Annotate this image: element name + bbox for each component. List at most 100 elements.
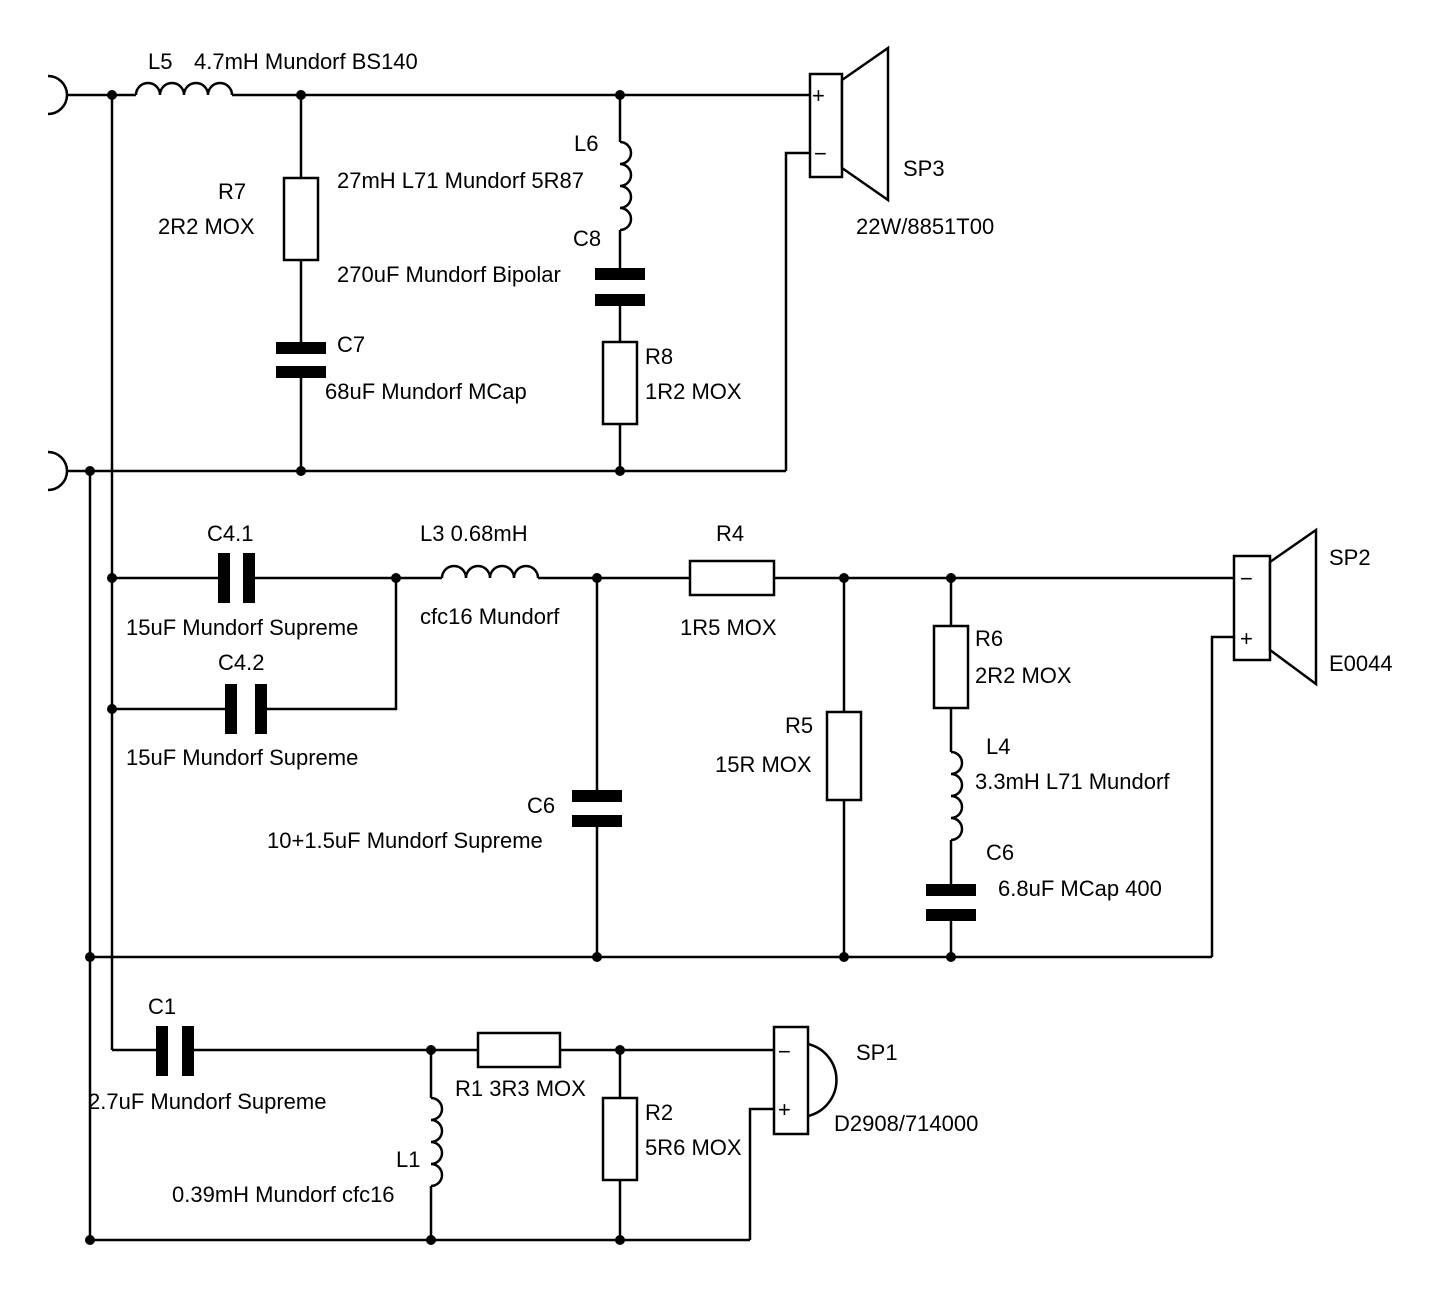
label-SP3-ref: SP3	[903, 156, 945, 181]
label-C6b-ref: C6	[986, 840, 1014, 865]
label-R5-ref: R5	[785, 713, 813, 738]
input-terminal-negative	[47, 450, 69, 492]
inductor-L6	[619, 140, 633, 232]
junction-dot	[615, 1235, 625, 1245]
junction-dot	[426, 1235, 436, 1245]
speaker-SP2-cone	[1268, 527, 1318, 687]
resistor-R4	[688, 559, 776, 597]
junction-dot	[615, 90, 625, 100]
junction-dot	[391, 573, 401, 583]
label-L4-ref: L4	[986, 734, 1010, 759]
label-R7-ref: R7	[218, 179, 246, 204]
junction-dot	[615, 466, 625, 476]
junction-dots	[85, 90, 956, 1245]
label-L1-value: 0.39mH Mundorf cfc16	[172, 1182, 395, 1207]
capacitor-C1-plate-left	[156, 1026, 168, 1076]
capacitor-C6b-plate-bottom	[926, 909, 976, 921]
junction-dot	[426, 1045, 436, 1055]
label-C4.1-ref: C4.1	[207, 521, 253, 546]
label-L4-value: 3.3mH L71 Mundorf	[975, 769, 1170, 794]
label-R4-ref: R4	[716, 521, 744, 546]
resistor-R5	[825, 710, 863, 802]
speaker-SP1-plus: +	[778, 1097, 791, 1122]
label-L5-ref: L5	[148, 49, 172, 74]
label-L3-value: cfc16 Mundorf	[420, 604, 560, 629]
resistor-R6	[932, 624, 970, 710]
label-SP2-ref: SP2	[1329, 545, 1371, 570]
resistor-R7	[282, 176, 320, 262]
capacitor-C8-plate-bottom	[595, 294, 645, 306]
label-R8-ref: R8	[645, 344, 673, 369]
junction-dot	[85, 466, 95, 476]
inductor-L3	[440, 564, 540, 579]
label-C7-value: 68uF Mundorf MCap	[325, 379, 527, 404]
label-C7-ref: C7	[337, 332, 365, 357]
label-C4.1-value: 15uF Mundorf Supreme	[126, 615, 358, 640]
label-C8-value: 270uF Mundorf Bipolar	[337, 262, 561, 287]
capacitor-C6b-plate-top	[926, 884, 976, 896]
label-C8-ref: C8	[573, 226, 601, 251]
label-C1-ref: C1	[148, 994, 176, 1019]
wire	[748, 1107, 774, 1240]
wire	[1210, 635, 1234, 957]
resistor-R8	[601, 340, 639, 426]
label-L5-value: 4.7mH Mundorf BS140	[194, 49, 418, 74]
junction-dot	[946, 952, 956, 962]
resistor-R2	[601, 1096, 639, 1182]
capacitor-C4.2-plate-right	[255, 684, 267, 734]
inductor-L1	[430, 1096, 444, 1188]
junction-dot	[592, 952, 602, 962]
speaker-SP2-minus: −	[1240, 566, 1253, 591]
junction-dot	[296, 466, 306, 476]
inductor-L5	[134, 81, 234, 96]
junction-dot	[592, 573, 602, 583]
label-SP2-value: E0044	[1329, 651, 1393, 676]
label-L6-ref: L6	[574, 131, 598, 156]
junction-dot	[85, 952, 95, 962]
capacitor-C4.1-plate-right	[243, 553, 255, 603]
label-C1-value: 2.7uF Mundorf Supreme	[88, 1089, 326, 1114]
speaker-SP3-plus: +	[812, 83, 825, 108]
label-SP1-value: D2908/714000	[834, 1111, 978, 1136]
junction-dot	[107, 90, 117, 100]
label-C6b-value: 6.8uF MCap 400	[998, 876, 1162, 901]
speaker-SP3-cone	[840, 45, 890, 203]
junction-dot	[107, 704, 117, 714]
junction-dot	[615, 1045, 625, 1055]
junction-dot	[839, 573, 849, 583]
label-R6-value: 2R2 MOX	[975, 663, 1072, 688]
junction-dot	[839, 952, 849, 962]
label-R2-value: 5R6 MOX	[645, 1135, 742, 1160]
capacitor-C4.1-plate-left	[218, 553, 230, 603]
label-C6a-ref: C6	[527, 793, 555, 818]
junction-dot	[296, 90, 306, 100]
speaker-SP3-minus: −	[814, 141, 827, 166]
label-L6-value: 27mH L71 Mundorf 5R87	[337, 168, 584, 193]
inductor-L4	[950, 750, 964, 842]
label-R6-ref: R6	[975, 626, 1003, 651]
junction-dot	[85, 1235, 95, 1245]
label-R5-value: 15R MOX	[715, 752, 812, 777]
label-L3-ref: L3 0.68mH	[420, 521, 528, 546]
capacitor-C1-plate-right	[182, 1026, 194, 1076]
label-R2-ref: R2	[645, 1100, 673, 1125]
wire	[267, 578, 398, 711]
speaker-SP1-box	[772, 1025, 810, 1136]
input-terminal-positive	[47, 74, 69, 116]
label-R1-ref: R1 3R3 MOX	[455, 1076, 586, 1101]
label-L1-ref: L1	[396, 1147, 420, 1172]
label-C4.2-ref: C4.2	[218, 650, 264, 675]
label-R7-value: 2R2 MOX	[158, 214, 255, 239]
speaker-SP2-box	[1232, 554, 1272, 662]
speaker-SP2-plus: +	[1240, 626, 1253, 651]
junction-dot	[946, 573, 956, 583]
capacitor-C7-plate-bottom	[276, 366, 326, 378]
capacitor-C6-plate-top	[572, 790, 622, 802]
capacitor-C8-plate-top	[595, 268, 645, 280]
label-C4.2-value: 15uF Mundorf Supreme	[126, 745, 358, 770]
label-SP3-value: 22W/8851T00	[856, 214, 994, 239]
label-C6a-value: 10+1.5uF Mundorf Supreme	[267, 828, 543, 853]
capacitor-C4.2-plate-left	[225, 684, 237, 734]
wire	[784, 151, 810, 471]
